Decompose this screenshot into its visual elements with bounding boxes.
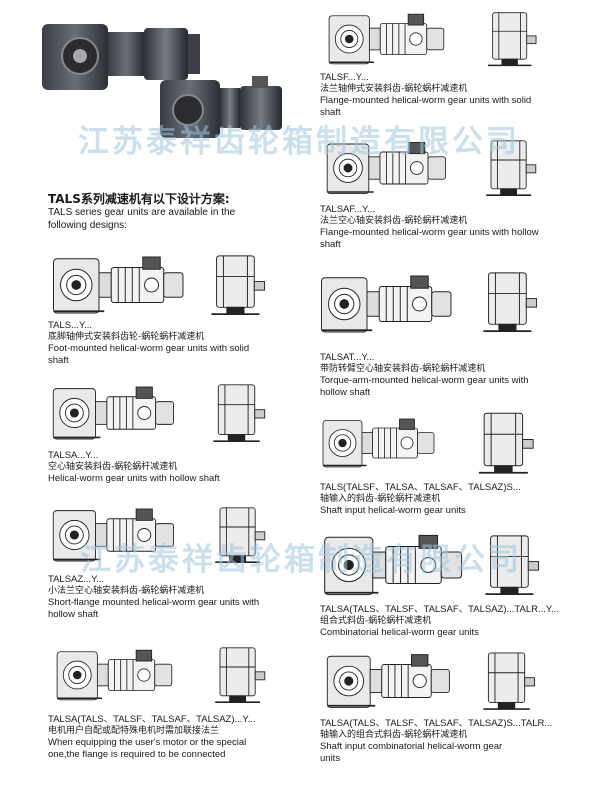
drawing-talsa-talr-side bbox=[320, 528, 470, 602]
variant-cn: 底脚轴伸式安装斜齿轮-蜗轮蜗杆减速机 bbox=[48, 331, 205, 342]
variant-talsaz-caption: TALSAZ...Y... 小法兰空心轴安装斜齿-蜗轮蜗杆减速机 Short-f… bbox=[48, 574, 278, 620]
drawing-talsa-flange-front bbox=[212, 640, 268, 710]
variant-talsa-talr-caption: TALSA(TALS、TALSF、TALSAF、TALSAZ)...TALR..… bbox=[320, 604, 559, 639]
variant-en: Flange-mounted helical-worm gear units w… bbox=[320, 95, 532, 118]
drawing-talsa-talr-shaft-side bbox=[320, 648, 460, 714]
drawing-tals-side bbox=[50, 250, 190, 320]
variant-en: Helical-worm gear units with hollow shaf… bbox=[48, 473, 220, 484]
variant-cn: 空心轴安装斜齿-蜗轮蜗杆减速机 bbox=[48, 461, 178, 472]
drawing-talsat-front bbox=[480, 262, 540, 342]
drawing-talsa-front bbox=[210, 378, 268, 448]
variant-en: Shaft input combinatorial helical-worm g… bbox=[320, 741, 503, 764]
drawing-talsat-side bbox=[318, 262, 458, 346]
variant-en: Combinatorial helical-worm gear units bbox=[320, 627, 479, 638]
variant-code: TALSAF...Y... bbox=[320, 204, 376, 215]
drawing-talsa-side bbox=[50, 378, 180, 448]
variant-talsat-caption: TALSAT...Y... 带防转臂空心轴安装斜齿-蜗轮蜗杆减速机 Torque… bbox=[320, 352, 550, 398]
variant-talsaf-caption: TALSAF...Y... 法兰空心轴安装斜齿-蜗轮蜗杆减速机 Flange-m… bbox=[320, 204, 540, 250]
variant-cn: 组合式斜齿-蜗轮蜗杆减速机 bbox=[320, 615, 432, 626]
variant-talsa-flange-caption: TALSA(TALS、TALSF、TALSAF、TALSAZ)...Y... 电… bbox=[48, 714, 255, 760]
variant-code: TALSAT...Y... bbox=[320, 352, 375, 363]
drawing-talsaf-front bbox=[478, 136, 544, 200]
drawing-tals-shaft-front bbox=[470, 408, 542, 478]
variant-talsf-caption: TALSF...Y... 法兰轴伸式安装斜齿-蜗轮蜗杆减速机 Flange-mo… bbox=[320, 72, 540, 118]
variant-cn: 电机用户自配或配特殊电机时需加联接法兰 bbox=[48, 725, 220, 736]
variant-en: Foot-mounted helical-worm gear units wit… bbox=[48, 343, 250, 366]
drawing-talsf-side bbox=[318, 8, 458, 70]
variant-code: TALSA(TALS、TALSF、TALSAF、TALSAZ)...Y... bbox=[48, 714, 256, 725]
drawing-talsaz-front bbox=[212, 500, 268, 570]
variant-code: TALSF...Y... bbox=[320, 72, 369, 83]
drawing-talsaz-side bbox=[50, 500, 180, 570]
variant-en: Shaft input helical-worm gear units bbox=[320, 505, 466, 516]
variant-cn: 带防转臂空心轴安装斜齿-蜗轮蜗杆减速机 bbox=[320, 363, 486, 374]
variant-tals-caption: TALS...Y... 底脚轴伸式安装斜齿轮-蜗轮蜗杆减速机 Foot-moun… bbox=[48, 320, 263, 366]
variant-tals-shaft-caption: TALS(TALSF、TALSA、TALSAF、TALSAZ)S... 轴输入的… bbox=[320, 482, 521, 517]
variant-cn: 法兰空心轴安装斜齿-蜗轮蜗杆减速机 bbox=[320, 215, 468, 226]
variant-cn: 小法兰空心轴安装斜齿-蜗轮蜗杆减速机 bbox=[48, 585, 205, 596]
drawing-talsa-talr-front bbox=[482, 528, 542, 602]
product-photo bbox=[38, 16, 288, 146]
variant-talsa-talr-shaft-caption: TALSA(TALS、TALSF、TALSAF、TALSAZ)S...TALR.… bbox=[320, 718, 552, 764]
variant-cn: 轴输入的斜齿-蜗轮蜗杆减速机 bbox=[320, 493, 441, 504]
variant-cn: 轴输入的组合式斜齿-蜗轮蜗杆减速机 bbox=[320, 729, 468, 740]
drawing-talsa-flange-side bbox=[54, 640, 178, 710]
variant-code: TALSA(TALS、TALSF、TALSAF、TALSAZ)...TALR..… bbox=[320, 604, 559, 615]
variant-code: TALSA(TALS、TALSF、TALSAF、TALSAZ)S...TALR.… bbox=[320, 718, 553, 729]
drawing-talsaf-side bbox=[318, 136, 458, 200]
drawing-tals-front bbox=[208, 250, 268, 320]
variant-code: TALS...Y... bbox=[48, 320, 93, 331]
variant-code: TALSA...Y... bbox=[48, 450, 99, 461]
variant-en: Torque-arm-mounted helical-worm gear uni… bbox=[320, 375, 529, 398]
variant-code: TALS(TALSF、TALSA、TALSAF、TALSAZ)S... bbox=[320, 482, 521, 493]
variant-talsa-caption: TALSA...Y... 空心轴安装斜齿-蜗轮蜗杆减速机 Helical-wor… bbox=[48, 450, 220, 485]
intro-subtitle: TALS series gear units are available in … bbox=[48, 207, 236, 231]
drawing-tals-shaft-side bbox=[320, 408, 440, 478]
variant-code: TALSAZ...Y... bbox=[48, 574, 105, 585]
variant-en: When equipping the user's motor or the s… bbox=[48, 737, 247, 760]
variant-en: Flange-mounted helical-worm gear units w… bbox=[320, 227, 539, 250]
drawing-talsf-front bbox=[478, 8, 546, 70]
intro-title: TALS系列减速机有以下设计方案: bbox=[48, 192, 230, 206]
drawing-talsa-talr-shaft-front bbox=[478, 648, 540, 714]
variant-en: Short-flange mounted helical-worm gear u… bbox=[48, 597, 260, 620]
variant-cn: 法兰轴伸式安装斜齿-蜗轮蜗杆减速机 bbox=[320, 83, 468, 94]
